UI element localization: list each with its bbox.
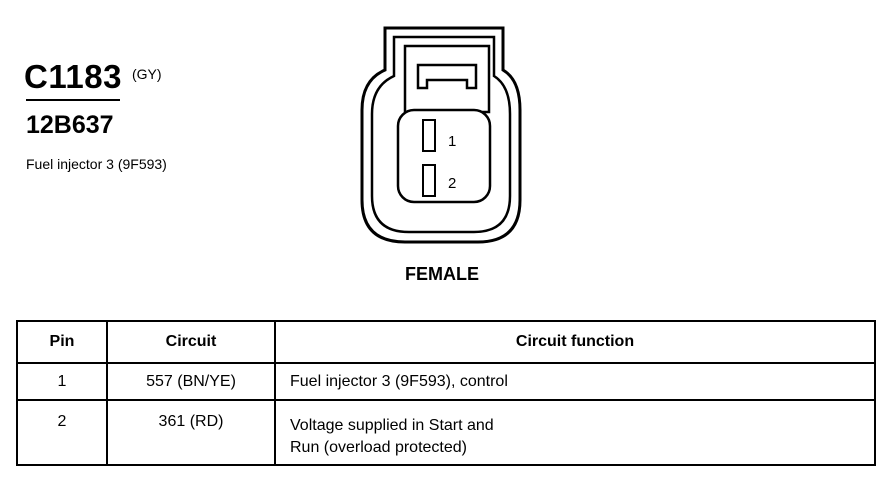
locking-tab bbox=[403, 44, 491, 114]
component-name: Fuel injector 3 (9F593) bbox=[26, 156, 167, 172]
table-row: 2 361 (RD) Voltage supplied in Start and… bbox=[16, 399, 876, 466]
pin-2-terminal bbox=[422, 164, 436, 197]
gender-label: FEMALE bbox=[405, 264, 479, 284]
pin-1-terminal bbox=[422, 119, 436, 152]
table-row: 1 557 (BN/YE) Fuel injector 3 (9F593), c… bbox=[16, 362, 876, 401]
terminal-face bbox=[396, 108, 492, 204]
function-cell: Voltage supplied in Start and Run (overl… bbox=[274, 399, 876, 466]
function-line: Voltage supplied in Start and bbox=[290, 417, 494, 434]
connector-face-diagram: 1 2 bbox=[360, 26, 522, 244]
connector-housing-inner bbox=[370, 35, 512, 234]
pinout-table: Pin Circuit Circuit function 1 557 (BN/Y… bbox=[16, 320, 876, 466]
header-pin: Pin bbox=[16, 320, 108, 364]
locking-tab-ramp bbox=[416, 63, 478, 90]
connector-id-underline bbox=[26, 99, 120, 101]
connector-housing-outer bbox=[360, 26, 522, 244]
pin-1-label: 1 bbox=[448, 133, 456, 150]
part-number: 12B637 bbox=[26, 111, 114, 139]
function-cell: Fuel injector 3 (9F593), control bbox=[274, 362, 876, 401]
header-circuit-function: Circuit function bbox=[274, 320, 876, 364]
pin-2-label: 2 bbox=[448, 175, 456, 192]
function-line: Fuel injector 3 (9F593), control bbox=[290, 372, 508, 390]
function-line: Run (overload protected) bbox=[290, 439, 467, 456]
header-circuit: Circuit bbox=[106, 320, 276, 364]
connector-color-code: (GY) bbox=[132, 66, 162, 82]
circuit-cell: 361 (RD) bbox=[106, 399, 276, 466]
circuit-cell: 557 (BN/YE) bbox=[106, 362, 276, 401]
pin-cell: 1 bbox=[16, 362, 108, 401]
table-header-row: Pin Circuit Circuit function bbox=[16, 320, 876, 364]
connector-id: C1183 bbox=[24, 58, 122, 95]
pin-cell: 2 bbox=[16, 399, 108, 466]
